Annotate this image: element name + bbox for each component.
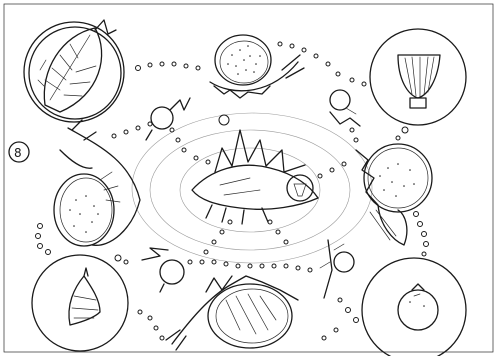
small-bug-mid-right [320, 240, 354, 298]
background-swirl [132, 113, 372, 263]
conch-shell-bubble [32, 255, 128, 351]
small-bug-bottom [142, 248, 184, 292]
spiky-creature [192, 130, 318, 224]
badge-text: 8 [14, 146, 22, 160]
orange-bubble [362, 258, 466, 356]
scallop-shell-bubble [370, 29, 466, 140]
dotted-trails [36, 42, 429, 340]
small-bug-right [330, 90, 360, 126]
badge: 8 [9, 142, 29, 162]
hatched-fruit-bottom [166, 276, 298, 350]
round-nut [210, 35, 304, 98]
hatched-orb-right [356, 144, 432, 245]
small-bug-top [146, 98, 190, 140]
hatched-fruit-left [54, 120, 140, 246]
bubble-leaf [24, 20, 124, 122]
